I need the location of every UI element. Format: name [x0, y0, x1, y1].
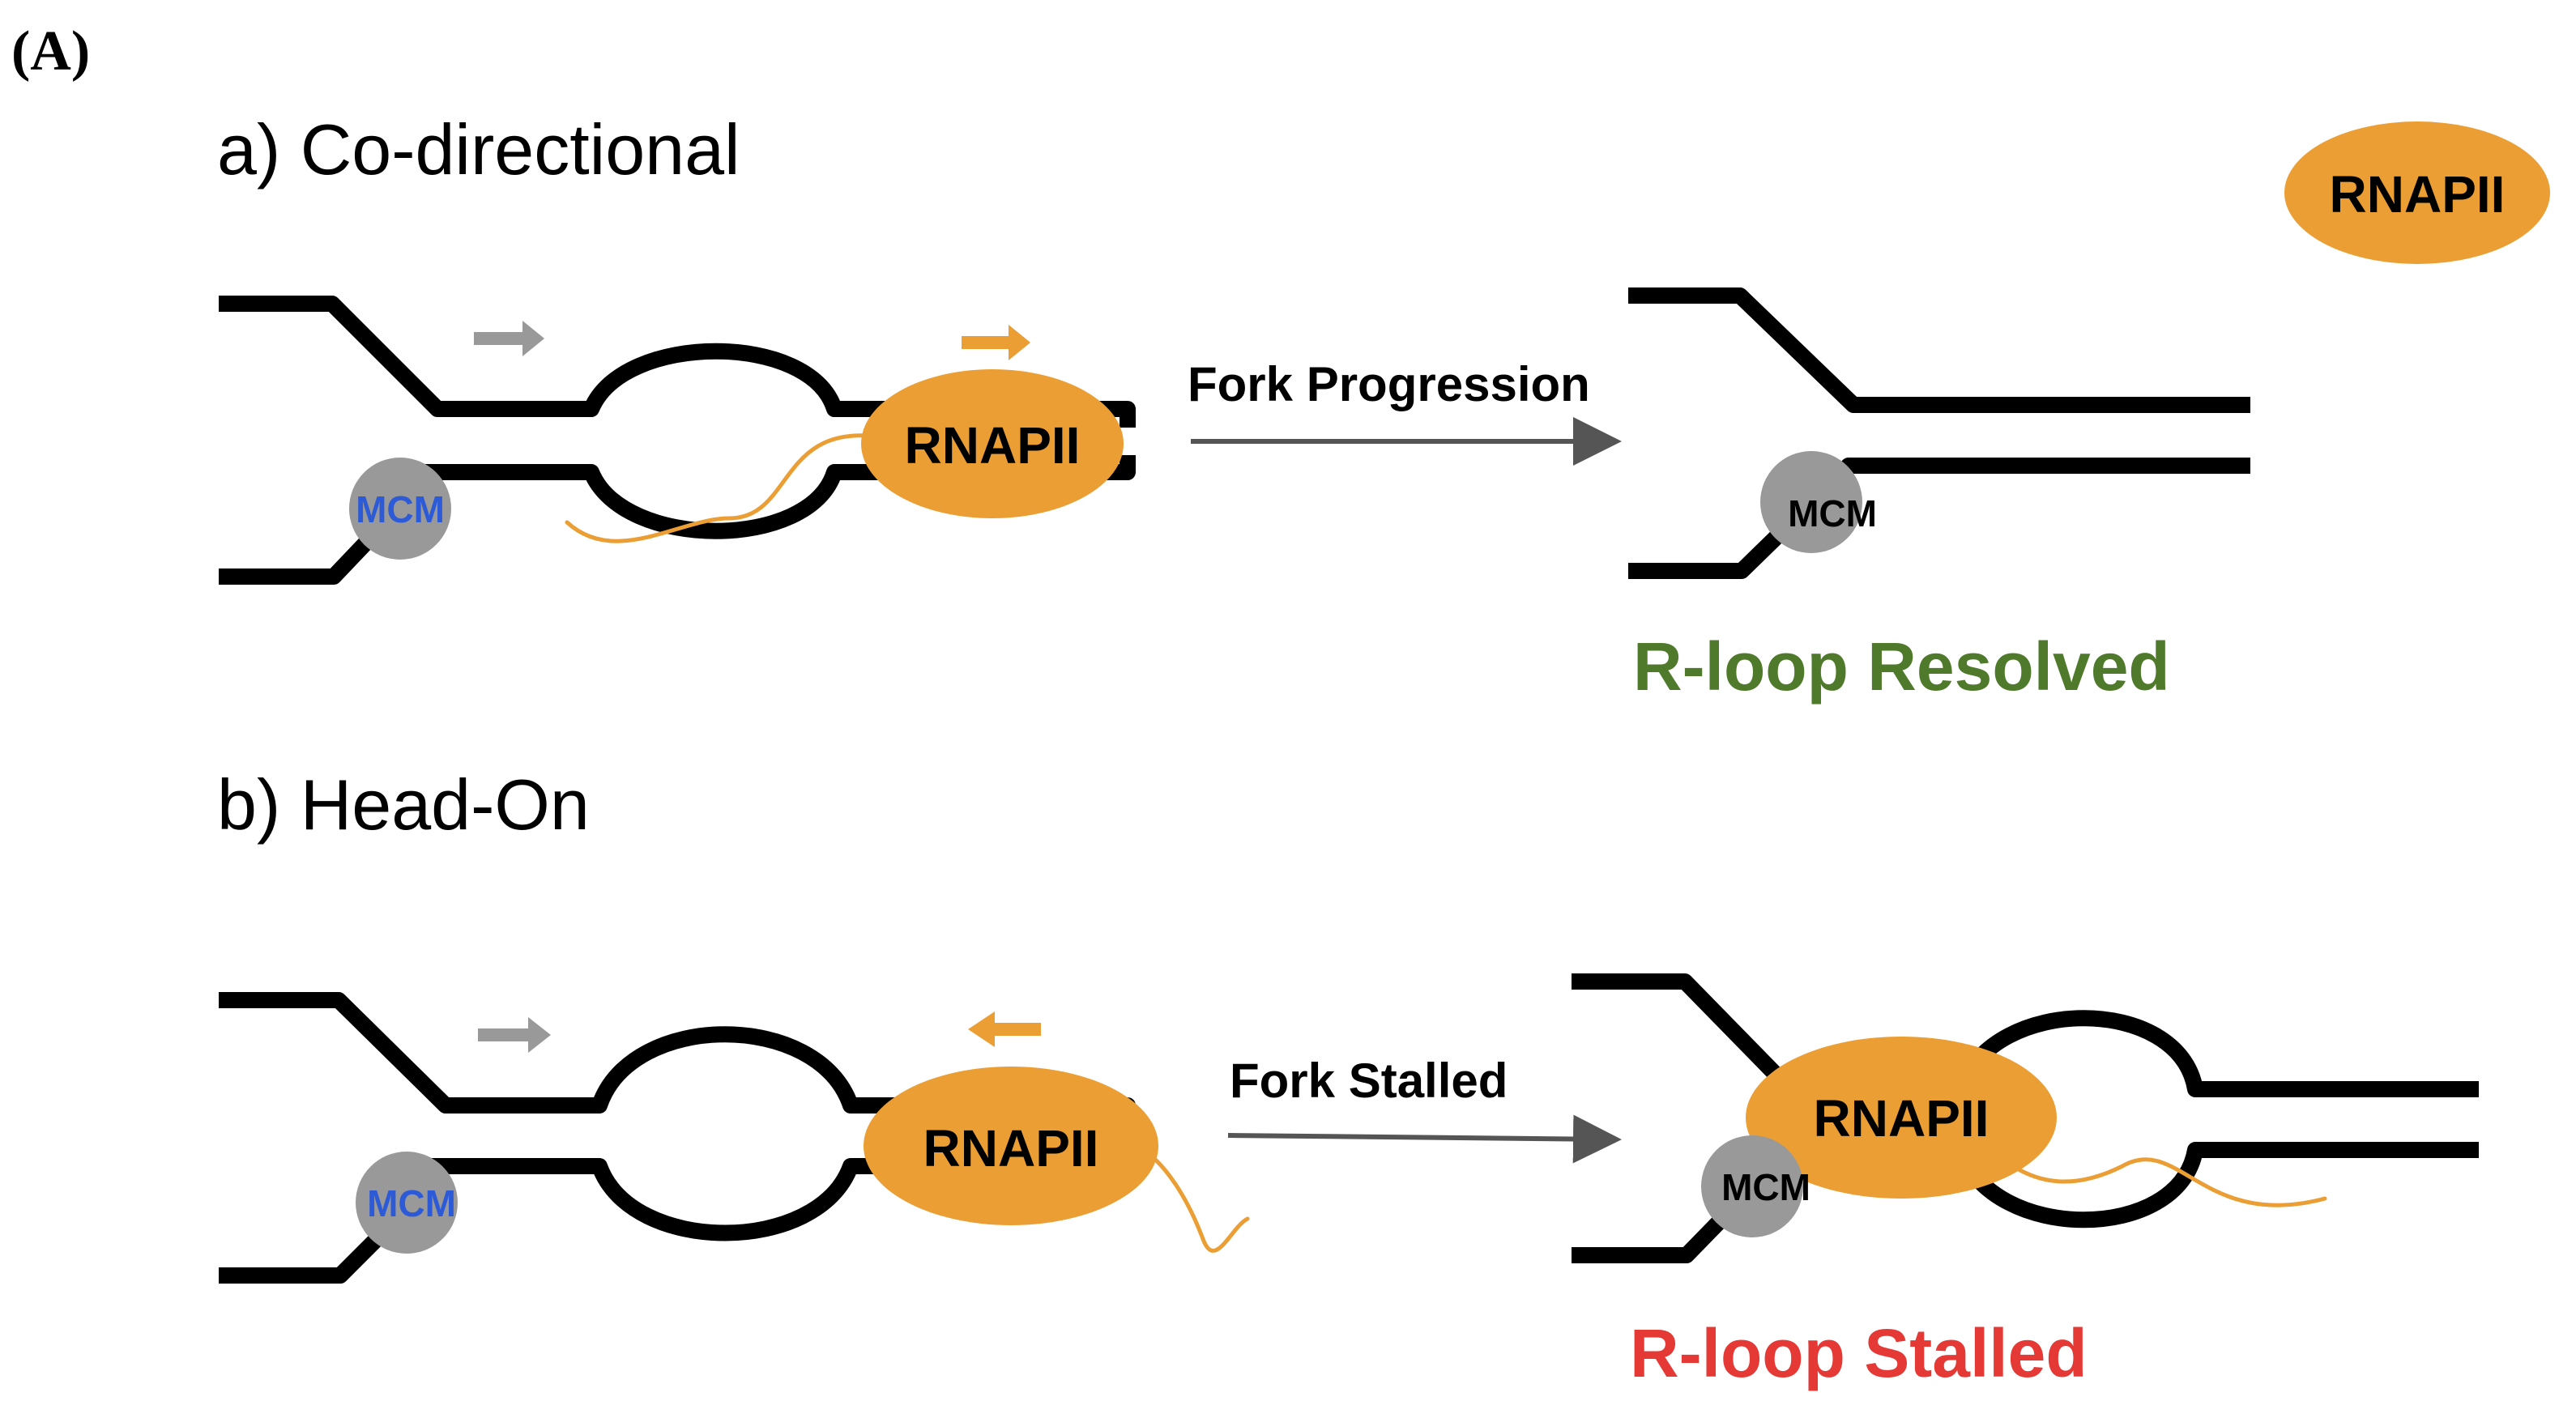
dna-top-strand	[1628, 287, 2250, 413]
flow-arrow-label-fork-progression: Fork Progression	[1188, 357, 1590, 411]
mcm-label: MCM	[1788, 492, 1877, 534]
flow-arrow-fork-stalled	[1227, 1114, 1622, 1164]
section-title-head-on: b) Head-On	[217, 764, 590, 845]
orange-arrow-right-icon	[962, 325, 1030, 360]
rnapii-label: RNAPII	[905, 416, 1081, 475]
nascent-rna	[1974, 1131, 2327, 1207]
panel-label: (A)	[11, 20, 90, 83]
flow-arrow-label-fork-stalled: Fork Stalled	[1230, 1054, 1508, 1108]
released-rnapii-label: RNAPII	[2330, 165, 2506, 224]
dna-top-strand	[219, 992, 907, 1114]
rnapii-complex	[861, 369, 1124, 518]
nascent-rna	[1128, 1139, 1250, 1253]
dna-bottom-strand	[219, 1158, 907, 1284]
dna-top-strand	[219, 296, 891, 417]
released-rnapii-complex	[2284, 121, 2550, 264]
fork-diagram-co-directional-after: MCM	[1628, 287, 2250, 579]
outcome-label-stalled: R-loop Stalled	[1630, 1315, 2088, 1391]
mcm-label: MCM	[1721, 1166, 1810, 1208]
rnapii-label: RNAPII	[1814, 1089, 1990, 1148]
mcm-label: MCM	[367, 1182, 456, 1224]
gray-arrow-right-icon	[478, 1017, 551, 1053]
rnapii-complex	[1746, 1037, 2057, 1199]
mcm-helicase	[1701, 1135, 1803, 1237]
section-title-co-directional: a) Co-directional	[217, 109, 740, 189]
outcome-label-resolved: R-loop Resolved	[1633, 628, 2170, 705]
nascent-rna	[565, 433, 885, 543]
fork-diagram-co-directional-before: RNAPII MCM	[219, 296, 1136, 585]
dna-bottom-strand	[219, 464, 891, 585]
gray-arrow-right-icon	[474, 321, 544, 356]
section-head-on: b) Head-On RNAPII MCM Fork Stalled RNAPI…	[217, 764, 2479, 1391]
mcm-helicase	[356, 1152, 458, 1254]
dna-bottom-strand	[1628, 458, 2250, 579]
section-co-directional: a) Co-directional RNAPII MCM Fork Progre…	[217, 109, 2550, 705]
rnapii-complex	[864, 1067, 1158, 1225]
mcm-helicase	[1760, 451, 1862, 553]
mcm-label: MCM	[356, 488, 445, 530]
mcm-helicase	[349, 458, 451, 560]
rnapii-label: RNAPII	[923, 1119, 1099, 1177]
fork-diagram-head-on-after: RNAPII MCM	[1572, 973, 2479, 1263]
orange-arrow-left-icon	[968, 1011, 1041, 1047]
fork-diagram-head-on-before: RNAPII MCM	[219, 992, 1250, 1284]
